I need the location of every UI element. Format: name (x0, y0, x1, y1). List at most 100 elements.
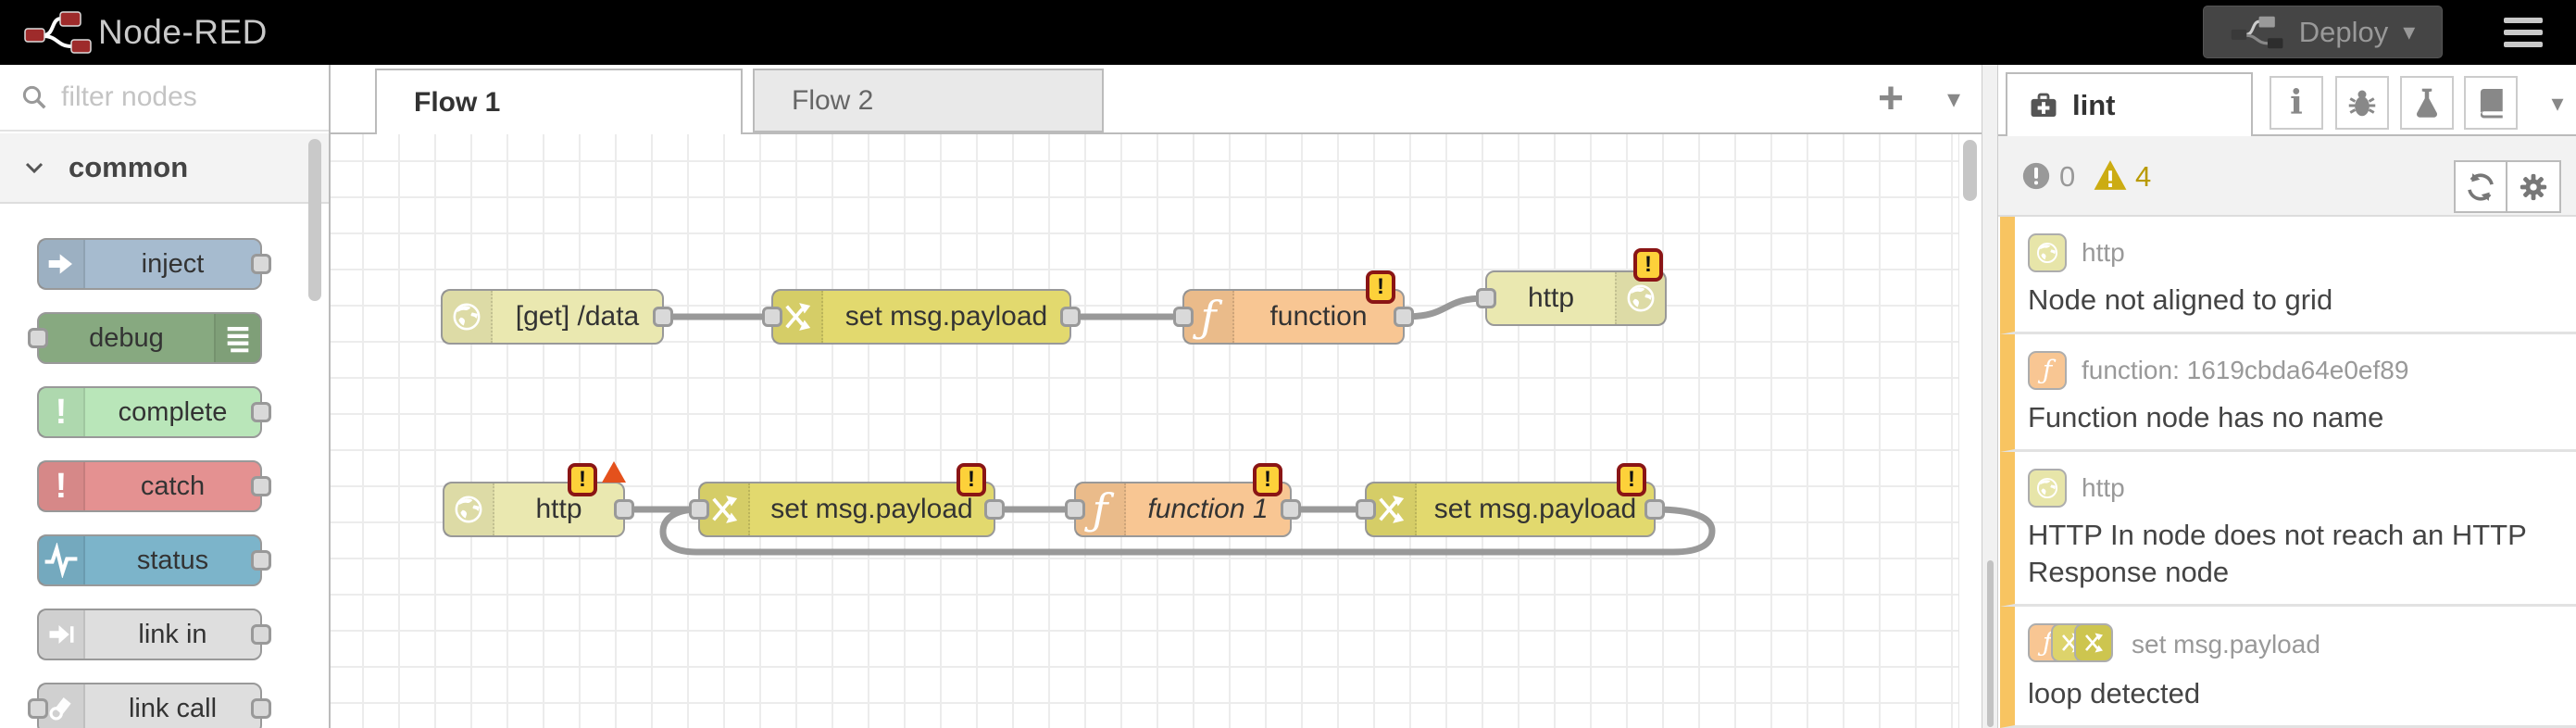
node-function[interactable]: ƒ function ! (1173, 270, 1414, 345)
add-flow-button[interactable]: + (1877, 74, 1905, 123)
exclamation-icon: ! (39, 462, 85, 510)
search-icon (22, 85, 46, 109)
input-port[interactable] (28, 328, 48, 348)
palette-node-debug[interactable]: debug (28, 312, 262, 364)
output-port[interactable] (614, 499, 634, 520)
output-port[interactable] (251, 550, 271, 571)
inject-icon (39, 240, 85, 288)
node-palette: common inject debug ! complete ! (0, 65, 331, 728)
canvas-scrollbar-thumb[interactable] (1963, 140, 1977, 201)
output-port[interactable] (1394, 307, 1414, 327)
lint-actions (2454, 160, 2561, 213)
input-port[interactable] (762, 307, 782, 327)
output-port[interactable] (984, 499, 1005, 520)
pulse-icon (39, 536, 85, 584)
function-node-icon: ƒ (2028, 351, 2067, 390)
workspace: Flow 1 Flow 2 + ▾ (331, 65, 1982, 728)
issue-message: HTTP In node does not reach an HTTP Resp… (2028, 519, 2527, 588)
lint-toolbar: 0 4 (1998, 136, 2576, 217)
change-node-icon (2074, 623, 2113, 662)
refresh-icon (2468, 172, 2494, 201)
warning-badge: ! (1366, 270, 1395, 304)
error-triangle-icon (602, 461, 626, 483)
header-bar: Node-RED Deploy ▾ (0, 0, 2576, 65)
canvas-scrollbar[interactable] (1958, 134, 1982, 728)
lint-issue[interactable]: ƒ set msg.payload loop detected (2000, 607, 2576, 728)
palette-node-link-call[interactable]: link call (28, 683, 271, 728)
wires (621, 295, 1716, 556)
tab-tests[interactable] (2400, 76, 2454, 130)
hamburger-icon (2504, 18, 2543, 23)
node-http-in[interactable]: http ! (443, 461, 634, 537)
main-menu-button[interactable] (2504, 18, 2543, 47)
output-port[interactable] (251, 254, 271, 274)
settings-button[interactable] (2507, 160, 2561, 213)
app-title: Node-RED (98, 13, 268, 51)
node-http-response[interactable]: http ! (1476, 248, 1667, 326)
node-red-logo-icon (24, 11, 92, 54)
issue-node-label: http (2082, 473, 2125, 502)
output-port[interactable] (1060, 307, 1081, 327)
output-port[interactable] (251, 402, 271, 422)
lint-tab-label: lint (2072, 88, 2116, 121)
input-port[interactable] (28, 698, 48, 719)
node-function-1[interactable]: ƒ function 1 ! (1065, 463, 1301, 537)
issue-node-icons: ƒ (2028, 623, 2117, 666)
chevron-down-icon (25, 162, 44, 173)
warning-count: 4 (2135, 160, 2152, 193)
input-port[interactable] (1476, 288, 1496, 308)
lint-issue[interactable]: ƒ function: 1619cbda64e0ef89 Function no… (2000, 334, 2576, 452)
resizer-grip[interactable] (1987, 560, 1994, 727)
output-port[interactable] (251, 624, 271, 645)
switch-node-icon (2051, 623, 2090, 662)
filter-nodes-input[interactable] (61, 82, 302, 113)
sidebar-chevron-icon[interactable]: ▾ (2551, 88, 2564, 117)
input-port[interactable] (1356, 499, 1376, 520)
palette-node-link-in[interactable]: link in (37, 609, 271, 660)
palette-category-common[interactable]: common (0, 133, 329, 204)
deploy-chevron-icon[interactable]: ▾ (2403, 18, 2416, 45)
palette-node-status[interactable]: status (37, 534, 271, 586)
lint-issue[interactable]: http HTTP In node does not reach an HTTP… (2000, 452, 2576, 607)
tab-flow-1[interactable]: Flow 1 (375, 69, 743, 134)
tab-info[interactable]: i (2270, 76, 2323, 130)
palette-node-inject[interactable]: inject (37, 238, 271, 290)
output-port[interactable] (1644, 499, 1665, 520)
palette-node-complete[interactable]: ! complete (37, 386, 271, 438)
flask-icon (2417, 88, 2437, 118)
exclamation-icon: ! (39, 388, 85, 436)
globe-icon (443, 291, 493, 343)
right-sidebar: lint i (1998, 65, 2576, 728)
sidebar-resizer[interactable] (1982, 65, 1998, 728)
palette-scrollbar[interactable] (308, 139, 321, 301)
tab-help[interactable] (2464, 76, 2518, 130)
input-port[interactable] (689, 499, 709, 520)
flow-canvas[interactable]: [get] /data set msg.payload ƒ function ! (331, 134, 1958, 728)
issue-node-label: http (2082, 238, 2125, 267)
deploy-icon (2231, 16, 2283, 48)
deploy-button[interactable]: Deploy ▾ (2203, 6, 2443, 58)
medkit-icon (2031, 93, 2057, 117)
tab-debug[interactable] (2335, 76, 2389, 130)
node-change-set-payload-3[interactable]: set msg.payload ! (1356, 463, 1665, 537)
output-port[interactable] (251, 476, 271, 496)
palette-node-catch[interactable]: ! catch (37, 460, 271, 512)
deploy-label: Deploy (2298, 15, 2389, 48)
link-in-icon (39, 610, 85, 659)
refresh-button[interactable] (2454, 160, 2507, 213)
node-http-in-get-data[interactable]: [get] /data (441, 289, 673, 345)
input-port[interactable] (1173, 307, 1194, 327)
input-port[interactable] (1065, 499, 1085, 520)
output-port[interactable] (653, 307, 673, 327)
output-port[interactable] (251, 698, 271, 719)
tab-flow-2[interactable]: Flow 2 (753, 69, 1104, 132)
tab-lint[interactable]: lint (2006, 72, 2253, 136)
flow-list-chevron-icon[interactable]: ▾ (1946, 84, 1961, 113)
issue-message: loop detected (2028, 677, 2201, 709)
node-change-set-payload-2[interactable]: set msg.payload ! (689, 463, 1005, 537)
output-port[interactable] (1281, 499, 1301, 520)
node-change-set-payload-1[interactable]: set msg.payload (762, 289, 1081, 345)
lint-issue[interactable]: http Node not aligned to grid (2000, 217, 2576, 334)
warning-badge: ! (957, 463, 986, 496)
